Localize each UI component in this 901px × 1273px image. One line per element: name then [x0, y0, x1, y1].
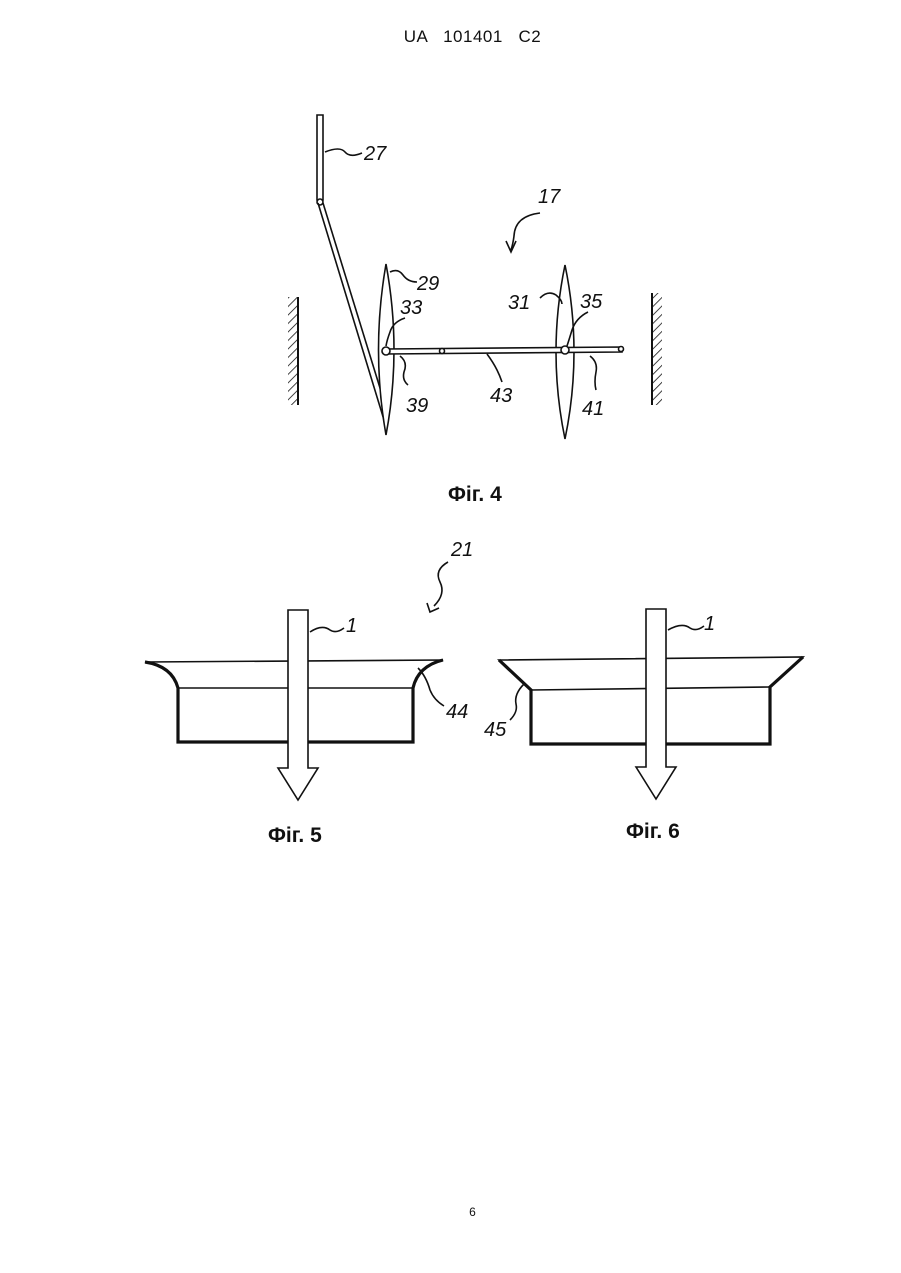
ref-1-fig5: 1: [346, 615, 357, 637]
leader-21: [434, 562, 448, 606]
figure-5: 21 1 44: [145, 539, 473, 800]
caption-fig-5: Фіг. 5: [268, 824, 322, 847]
joint-35: [561, 346, 569, 354]
ref-35: 35: [580, 291, 603, 313]
joint-mid: [440, 349, 445, 354]
ref-31: 31: [508, 292, 530, 314]
ref-39: 39: [406, 395, 428, 417]
joint-end: [619, 347, 624, 352]
leader-39: [400, 356, 408, 385]
caption-fig-4: Фіг. 4: [448, 483, 502, 506]
leader-45: [510, 684, 524, 720]
leader-1-fig5: [310, 627, 344, 632]
inclined-bar-inner: [323, 203, 388, 414]
page-number: 6: [0, 1205, 901, 1219]
leader-43: [487, 354, 502, 382]
ref-44: 44: [446, 701, 468, 723]
arrow-17-head: [506, 241, 516, 252]
rod-27: [317, 115, 323, 200]
leader-17: [511, 213, 540, 250]
ref-29: 29: [416, 273, 439, 295]
leader-1-fig6: [668, 625, 704, 630]
figure-4: 27 17 29 33 31 35 39 43 41: [288, 115, 662, 439]
ref-1-fig6: 1: [704, 613, 715, 635]
leader-29: [390, 271, 417, 282]
left-wall: [288, 297, 298, 405]
leader-41: [590, 356, 596, 390]
ref-41: 41: [582, 398, 604, 420]
leader-27: [325, 149, 362, 155]
leader-44: [418, 668, 444, 706]
arrow-21-head: [427, 603, 439, 612]
ref-33: 33: [400, 297, 422, 319]
ref-43: 43: [490, 385, 512, 407]
ref-27: 27: [363, 143, 387, 165]
ref-21: 21: [450, 539, 473, 561]
inclined-bar-outer: [318, 203, 384, 420]
right-wall: [652, 293, 662, 405]
ref-45: 45: [484, 719, 507, 741]
connecting-rod-43: [386, 347, 622, 354]
caption-fig-6: Фіг. 6: [626, 820, 680, 843]
figure-6: 1 45: [484, 609, 803, 799]
joint-33: [382, 347, 390, 355]
ref-17: 17: [538, 186, 561, 208]
